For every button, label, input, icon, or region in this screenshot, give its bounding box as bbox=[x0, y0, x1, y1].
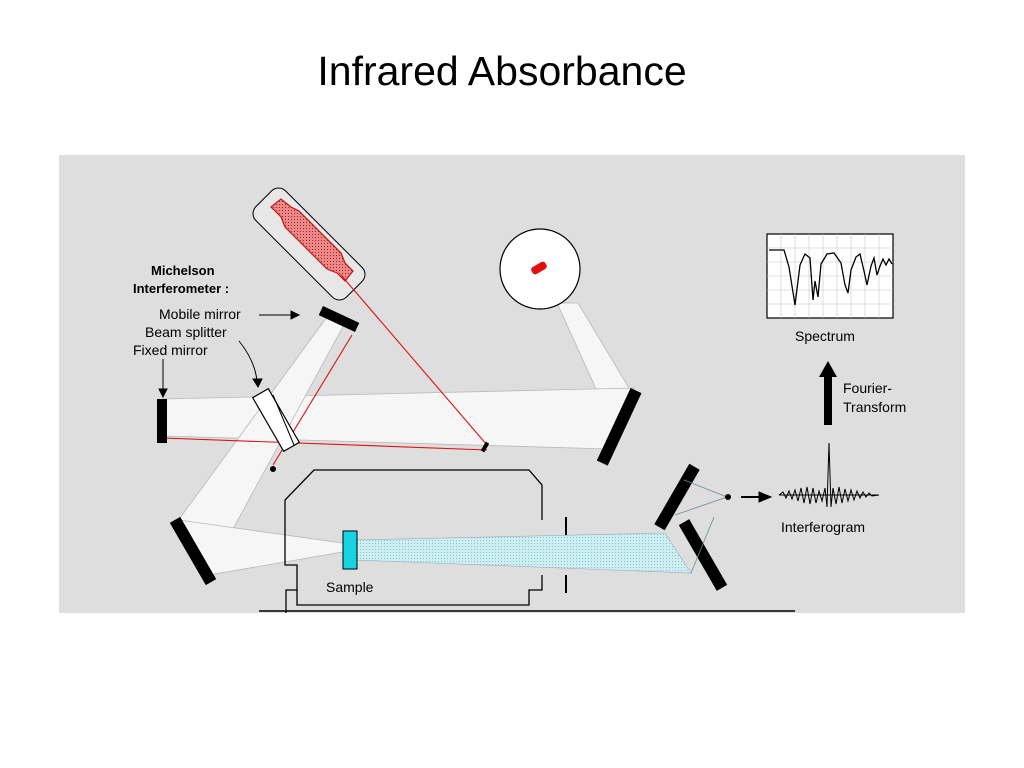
sample-cuvette bbox=[342, 530, 358, 570]
interferogram-label: Interferogram bbox=[781, 519, 865, 535]
beam-paths bbox=[162, 302, 635, 576]
mirrors bbox=[157, 306, 728, 591]
source-circle bbox=[499, 228, 581, 310]
fourier-arrow bbox=[819, 361, 837, 425]
mobile-mirror-label: Mobile mirror bbox=[159, 306, 241, 322]
sample-compartment-bottom bbox=[296, 575, 543, 606]
detector-mirror-lower bbox=[678, 519, 728, 591]
horizontal-beam bbox=[162, 387, 635, 450]
spectrum-plot bbox=[766, 233, 894, 319]
label-arrows bbox=[158, 310, 773, 503]
detector-mirror-upper bbox=[654, 463, 700, 531]
spectrum-label: Spectrum bbox=[795, 328, 855, 344]
mobile-mirror bbox=[318, 306, 360, 332]
fourier-label-2: Transform bbox=[843, 399, 906, 415]
laser-source bbox=[252, 187, 366, 301]
ir-detector-dot bbox=[725, 494, 731, 500]
sample-compartment-left bbox=[284, 469, 543, 613]
slide-title: Infrared Absorbance bbox=[317, 48, 687, 94]
sample-beam bbox=[354, 532, 692, 574]
ftir-diagram-svg: Michelson Interferometer : Mobile mirror… bbox=[133, 187, 906, 613]
sample-label: Sample bbox=[326, 579, 374, 595]
beam-splitter bbox=[251, 387, 301, 453]
source-mirror bbox=[596, 388, 642, 466]
interferogram-wave bbox=[778, 442, 880, 508]
detector-beams bbox=[674, 479, 728, 574]
michelson-label-2: Interferometer : bbox=[133, 281, 229, 296]
laser-detector bbox=[480, 441, 490, 453]
fixed-mirror-label: Fixed mirror bbox=[133, 342, 208, 358]
laser-detector-dot bbox=[270, 466, 276, 472]
ftir-diagram: Michelson Interferometer : Mobile mirror… bbox=[59, 155, 965, 613]
beam-splitter-label: Beam splitter bbox=[145, 324, 227, 340]
michelson-label-1: Michelson bbox=[151, 263, 215, 278]
lower-left-mirror bbox=[169, 516, 217, 586]
fixed-mirror bbox=[157, 399, 167, 443]
fourier-label-1: Fourier- bbox=[843, 380, 892, 396]
